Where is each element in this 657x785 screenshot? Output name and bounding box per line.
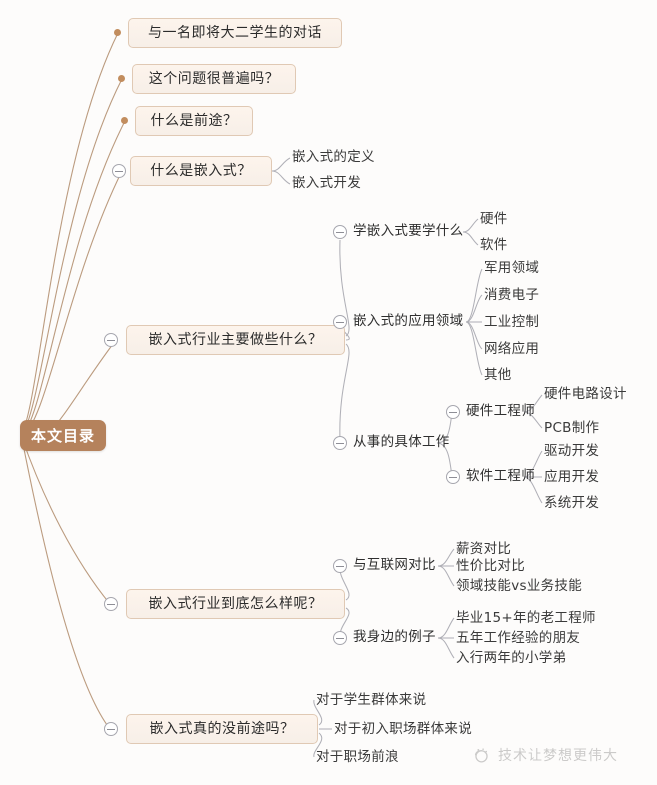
branch-node-conversation[interactable]: 与一名即将大二学生的对话: [128, 18, 342, 48]
leaf-industrial-control[interactable]: 工业控制: [484, 314, 540, 330]
subnode-what-to-learn[interactable]: 学嵌入式要学什么: [353, 223, 464, 239]
watermark-text: 技术让梦想更伟大: [498, 748, 618, 764]
branch-node-what-is-embedded[interactable]: 什么是嵌入式？: [130, 156, 272, 186]
leaf-application-development[interactable]: 应用开发: [544, 469, 600, 485]
subnode-compare-internet[interactable]: 与互联网对比: [353, 557, 436, 573]
leaf-salary-comparison[interactable]: 薪资对比: [456, 541, 512, 557]
branch-connector-dot-2: [121, 117, 128, 124]
circle-logo-icon: [474, 747, 488, 762]
leaf-driver-development[interactable]: 驱动开发: [544, 443, 600, 459]
leaf-for-students[interactable]: 对于学生群体来说: [316, 692, 427, 708]
branch-node-label: 什么是前途？: [150, 113, 238, 129]
root-node[interactable]: 本文目录: [20, 420, 106, 451]
branch-node-label: 嵌入式真的没前途吗？: [149, 721, 295, 737]
leaf-for-newcomers[interactable]: 对于初入职场群体来说: [334, 721, 472, 737]
leaf-network-application[interactable]: 网络应用: [484, 341, 540, 357]
subnode-my-examples[interactable]: 我身边的例子: [353, 629, 436, 645]
subnode-software-engineer[interactable]: 软件工程师: [466, 468, 535, 484]
watermark: 技术让梦想更伟大: [472, 745, 618, 765]
branch-node-label: 这个问题很普遍吗？: [148, 71, 280, 87]
leaf-embedded-definition[interactable]: 嵌入式的定义: [292, 149, 375, 165]
leaf-embedded-development[interactable]: 嵌入式开发: [292, 175, 361, 191]
leaf-hardware-circuit-design[interactable]: 硬件电路设计: [544, 386, 627, 402]
toggle-really-no-future[interactable]: [104, 722, 118, 736]
toggle-industry-status[interactable]: [104, 597, 118, 611]
branch-node-industry-status[interactable]: 嵌入式行业到底怎么样呢？: [126, 589, 345, 619]
toggle-compare-internet[interactable]: [333, 559, 347, 573]
leaf-cost-performance-comparison[interactable]: 性价比对比: [456, 558, 525, 574]
root-node-label: 本文目录: [30, 427, 95, 445]
subnode-application-fields[interactable]: 嵌入式的应用领域: [353, 313, 464, 329]
leaf-system-development[interactable]: 系统开发: [544, 495, 600, 511]
branch-node-industry-work[interactable]: 嵌入式行业主要做些什么？: [126, 325, 345, 355]
branch-node-common-question[interactable]: 这个问题很普遍吗？: [132, 64, 296, 94]
branch-node-label: 嵌入式行业到底怎么样呢？: [148, 596, 323, 612]
leaf-two-year-junior[interactable]: 入行两年的小学弟: [456, 650, 567, 666]
toggle-what-to-learn[interactable]: [333, 225, 347, 239]
leaf-other[interactable]: 其他: [484, 367, 512, 383]
branch-node-label: 与一名即将大二学生的对话: [148, 25, 322, 41]
leaf-five-year-friend[interactable]: 五年工作经验的朋友: [456, 630, 581, 646]
leaf-pcb-manufacturing[interactable]: PCB制作: [544, 420, 600, 436]
toggle-software-engineer[interactable]: [446, 470, 460, 484]
toggle-industry-work[interactable]: [104, 333, 118, 347]
leaf-domain-vs-business-skills[interactable]: 领域技能vs业务技能: [456, 578, 583, 594]
branch-connector-dot-0: [114, 29, 121, 36]
leaf-hardware[interactable]: 硬件: [480, 211, 508, 227]
toggle-application-fields[interactable]: [333, 315, 347, 329]
leaf-for-veterans[interactable]: 对于职场前浪: [316, 749, 399, 765]
leaf-software[interactable]: 软件: [480, 237, 508, 253]
branch-node-really-no-future[interactable]: 嵌入式真的没前途吗？: [126, 714, 318, 744]
leaf-consumer-electronics[interactable]: 消费电子: [484, 287, 540, 303]
subnode-specific-work[interactable]: 从事的具体工作: [353, 434, 450, 450]
toggle-what-is-embedded[interactable]: [112, 164, 126, 178]
toggle-specific-work[interactable]: [333, 436, 347, 450]
branch-node-what-is-future[interactable]: 什么是前途？: [135, 106, 253, 136]
toggle-my-examples[interactable]: [333, 631, 347, 645]
leaf-military[interactable]: 军用领域: [484, 260, 540, 276]
toggle-hardware-engineer[interactable]: [446, 405, 460, 419]
leaf-veteran-engineer[interactable]: 毕业15+年的老工程师: [456, 610, 596, 626]
branch-connector-dot-1: [118, 75, 125, 82]
branch-node-label: 什么是嵌入式？: [150, 163, 252, 179]
branch-node-label: 嵌入式行业主要做些什么？: [148, 332, 323, 348]
subnode-hardware-engineer[interactable]: 硬件工程师: [466, 403, 535, 419]
